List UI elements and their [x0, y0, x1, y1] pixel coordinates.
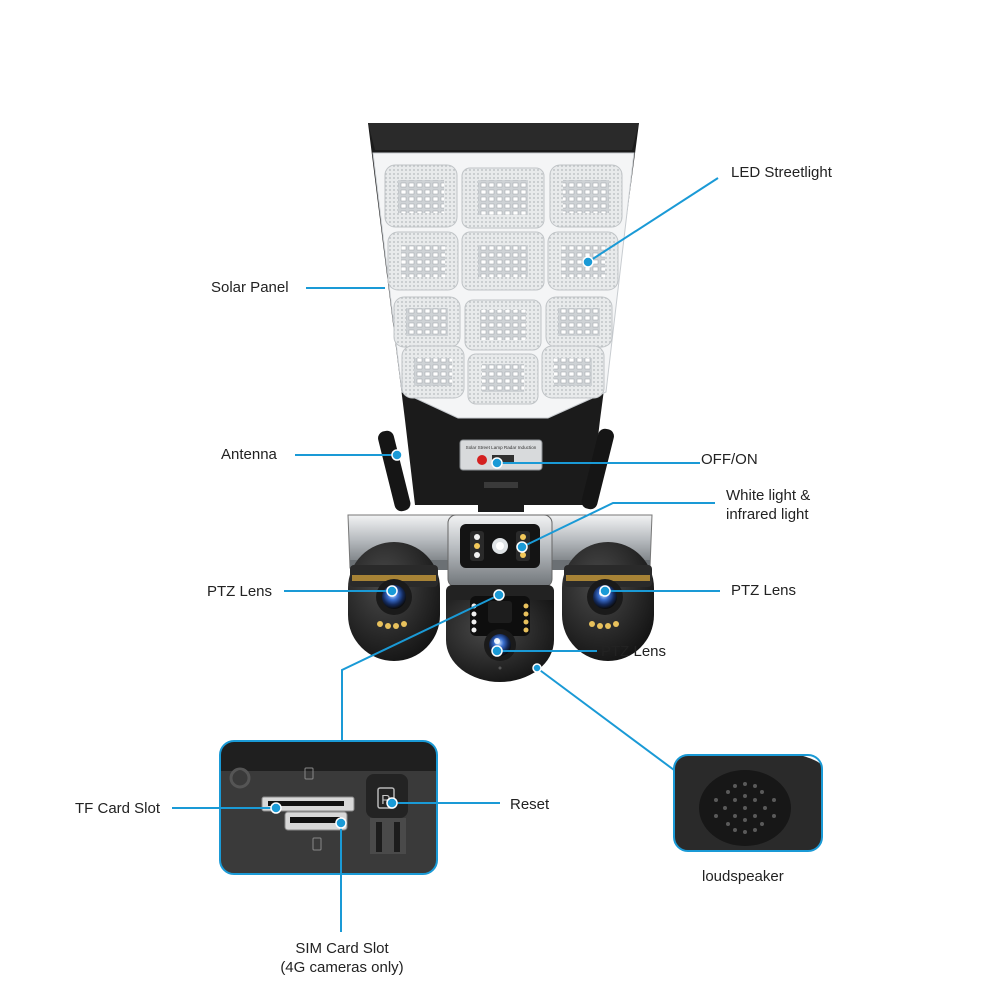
speaker-grille: [714, 782, 776, 834]
label-white-light: White light &: [726, 487, 811, 504]
ptz-camera-left: [348, 542, 440, 661]
label-ptz-lens-left: PTZ Lens: [207, 583, 273, 600]
label-off-on: OFF/ON: [701, 451, 758, 468]
label-sim-card-slot: SIM Card Slot: [295, 940, 389, 957]
svg-text:R: R: [381, 792, 390, 807]
label-ptz-lens-right: PTZ Lens: [731, 582, 797, 599]
label-infrared-light: infrared light: [726, 506, 809, 523]
label-led-streetlight: LED Streetlight: [731, 164, 832, 181]
label-antenna: Antenna: [221, 446, 277, 463]
label-reset: Reset: [510, 796, 550, 813]
led-module-grid: [384, 164, 623, 405]
mount-bracket: [478, 472, 524, 512]
label-ptz-lens-bottom: PTZ Lens: [601, 643, 667, 660]
label-tf-card-slot: TF Card Slot: [75, 800, 161, 817]
leader-dots: [270, 256, 611, 829]
switch-plate-title: Solar Street Lamp Radar Induction: [466, 445, 537, 450]
white-infrared-light-module: [447, 514, 553, 588]
loudspeaker-detail-panel: [673, 754, 823, 852]
antenna: [378, 428, 614, 512]
label-loudspeaker: loudspeaker: [702, 868, 784, 885]
label-solar-panel: Solar Panel: [211, 279, 289, 296]
ptz-camera-right: [562, 542, 654, 661]
leader-lines: [172, 177, 720, 932]
power-switch[interactable]: [477, 455, 487, 465]
label-sim-card-note: (4G cameras only): [280, 959, 404, 976]
card-slot-detail-panel: R: [219, 740, 438, 875]
